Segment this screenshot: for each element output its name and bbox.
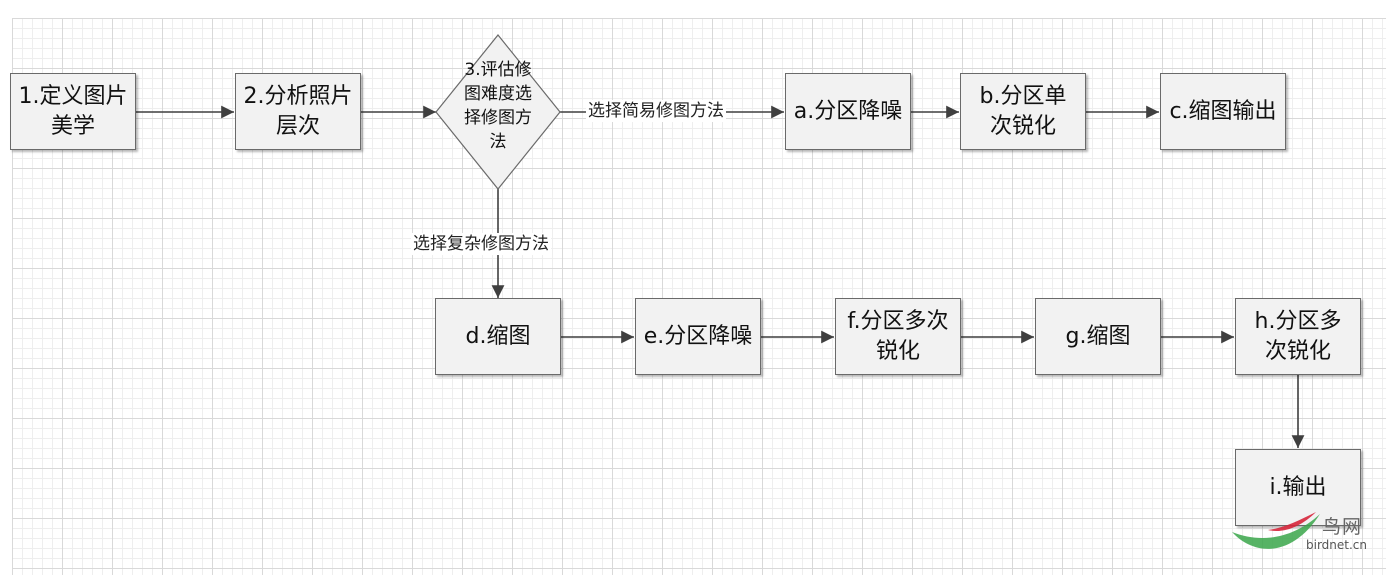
node-d-label: d.缩图 <box>465 323 531 349</box>
node-g-resize[interactable]: g.缩图 <box>1035 298 1161 375</box>
node-2-label-line1: 2.分析照片 <box>243 83 353 109</box>
decision-label-line3: 择修图方 <box>464 108 532 128</box>
node-f-zone-multi-sharpen[interactable]: f.分区多次 锐化 <box>835 298 961 375</box>
decision-label-line1: 3.评估修 <box>464 60 532 80</box>
birdnet-logo-icon <box>1232 512 1320 549</box>
node-i-output[interactable]: i.输出 <box>1235 449 1361 526</box>
node-1-label-line2: 美学 <box>50 113 95 139</box>
node-a-label: a.分区降噪 <box>793 98 903 124</box>
decision-diamond[interactable] <box>435 34 561 190</box>
node-c-resize-output[interactable]: c.缩图输出 <box>1160 73 1286 150</box>
node-d-resize[interactable]: d.缩图 <box>435 298 561 375</box>
watermark-name: 鸟网 <box>1322 516 1363 538</box>
node-h-label-line1: h.分区多 <box>1254 308 1342 334</box>
node-2-analyze-layers[interactable]: 2.分析照片 层次 <box>235 73 361 150</box>
node-b-label-line1: b.分区单 <box>979 83 1067 109</box>
node-f-label-line1: f.分区多次 <box>847 308 949 334</box>
node-2-label-line2: 层次 <box>275 113 320 139</box>
edge-label-simple-path: 选择简易修图方法 <box>586 100 726 122</box>
node-i-label: i.输出 <box>1269 474 1327 500</box>
node-a-zone-denoise[interactable]: a.分区降噪 <box>785 73 911 150</box>
node-1-label-line1: 1.定义图片 <box>18 83 128 109</box>
node-b-zone-single-sharpen[interactable]: b.分区单 次锐化 <box>960 73 1086 150</box>
node-h-zone-multi-sharpen[interactable]: h.分区多 次锐化 <box>1235 298 1361 375</box>
node-1-define-aesthetics[interactable]: 1.定义图片 美学 <box>10 73 136 150</box>
decision-label-line2: 图难度选 <box>464 84 532 104</box>
node-f-label-line2: 锐化 <box>875 338 920 364</box>
node-e-zone-denoise[interactable]: e.分区降噪 <box>635 298 761 375</box>
watermark-url: birdnet.cn <box>1306 538 1368 552</box>
node-e-label: e.分区降噪 <box>643 323 753 349</box>
decision-label-line4: 法 <box>489 132 507 152</box>
node-c-label: c.缩图输出 <box>1169 98 1277 124</box>
node-b-label-line2: 次锐化 <box>989 113 1056 139</box>
edge-label-complex-path: 选择复杂修图方法 <box>411 233 551 255</box>
node-g-label: g.缩图 <box>1065 323 1131 349</box>
decision-label: 3.评估修 图难度选 择修图方 法 <box>452 58 544 154</box>
node-h-label-line2: 次锐化 <box>1264 338 1331 364</box>
